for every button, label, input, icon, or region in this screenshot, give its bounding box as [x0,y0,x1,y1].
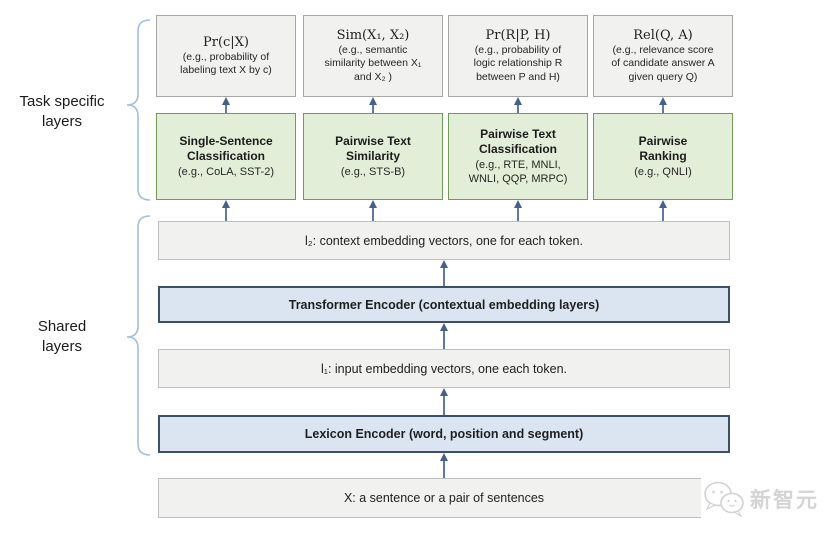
shared-layers-label: Shared layers [37,318,87,356]
task-box-pairwise-text-similarity: Pairwise Text Similarity (e.g., STS-B) [303,113,443,200]
up-arrow [658,97,668,113]
formula-description: (e.g., semantic similarity between X₁ an… [324,44,422,83]
up-arrow [368,200,378,221]
formula-description: (e.g., probability of labeling text X by… [180,50,272,76]
task-box-single-sentence-classification: Single-Sentence Classification (e.g., Co… [156,113,296,200]
formula-text: Pr(R|P, H) [485,28,551,44]
task-example: (e.g., RTE, MNLI, WNLI, QQP, MRPC) [468,158,568,185]
up-arrow [368,97,378,113]
xinzhiyuan-logo-text: 新智元 [750,489,819,512]
output-box-classification: Pr(c|X) (e.g., probability of labeling t… [156,15,296,97]
up-arrow [513,97,523,113]
bar-label: Lexicon Encoder (word, position and segm… [304,427,584,441]
task-title: Single-Sentence Classification [179,133,273,164]
formula-text: Pr(c|X) [202,34,250,50]
bar-label: l₁: input embedding vectors, one each to… [320,361,568,376]
task-example: (e.g., CoLA, SST-2) [178,165,274,178]
bar-label: l₂: context embedding vectors, one for e… [305,233,583,248]
formula-text: Sim(X₁, X₂) [336,28,410,44]
formula-text: Rel(Q, A) [633,28,693,44]
task-title: Pairwise Text Classification [478,126,558,157]
task-specific-layers-label: Task specific layers [19,93,105,131]
up-arrow [439,453,449,478]
up-arrow [658,200,668,221]
bar-label: Transformer Encoder (contextual embeddin… [288,297,600,312]
up-arrow [221,200,231,221]
task-specific-brace [126,19,151,201]
formula-description: (e.g., relevance score of candidate answ… [611,44,715,83]
xinzhiyuan-logo-icon [704,481,744,518]
task-example: (e.g., QNLI) [634,165,692,178]
lexicon-encoder-bar: Lexicon Encoder (word, position and segm… [158,415,730,453]
input-sentence-bar: X: a sentence or a pair of sentences [158,478,730,518]
task-example: (e.g., STS-B) [340,165,406,178]
task-box-pairwise-ranking: Pairwise Ranking (e.g., QNLI) [593,113,733,200]
task-title: Pairwise Text Similarity [335,133,411,164]
up-arrow [439,260,449,286]
xinzhiyuan-watermark: 新智元 [701,476,835,522]
up-arrow [439,388,449,415]
shared-layers-brace [126,215,151,456]
formula-description: (e.g., probability of logic relationship… [473,44,563,83]
transformer-encoder-bar: Transformer Encoder (contextual embeddin… [158,286,730,323]
output-box-ranking: Rel(Q, A) (e.g., relevance score of cand… [593,15,733,97]
l1-input-embedding-bar: l₁: input embedding vectors, one each to… [158,349,730,388]
task-box-pairwise-text-classification: Pairwise Text Classification (e.g., RTE,… [448,113,588,200]
task-title: Pairwise Ranking [638,133,688,164]
up-arrow [439,323,449,349]
up-arrow [513,200,523,221]
bar-label: X: a sentence or a pair of sentences [343,491,545,505]
output-box-pairwise-classification: Pr(R|P, H) (e.g., probability of logic r… [448,15,588,97]
up-arrow [221,97,231,113]
output-box-similarity: Sim(X₁, X₂) (e.g., semantic similarity b… [303,15,443,97]
l2-context-embedding-bar: l₂: context embedding vectors, one for e… [158,221,730,260]
